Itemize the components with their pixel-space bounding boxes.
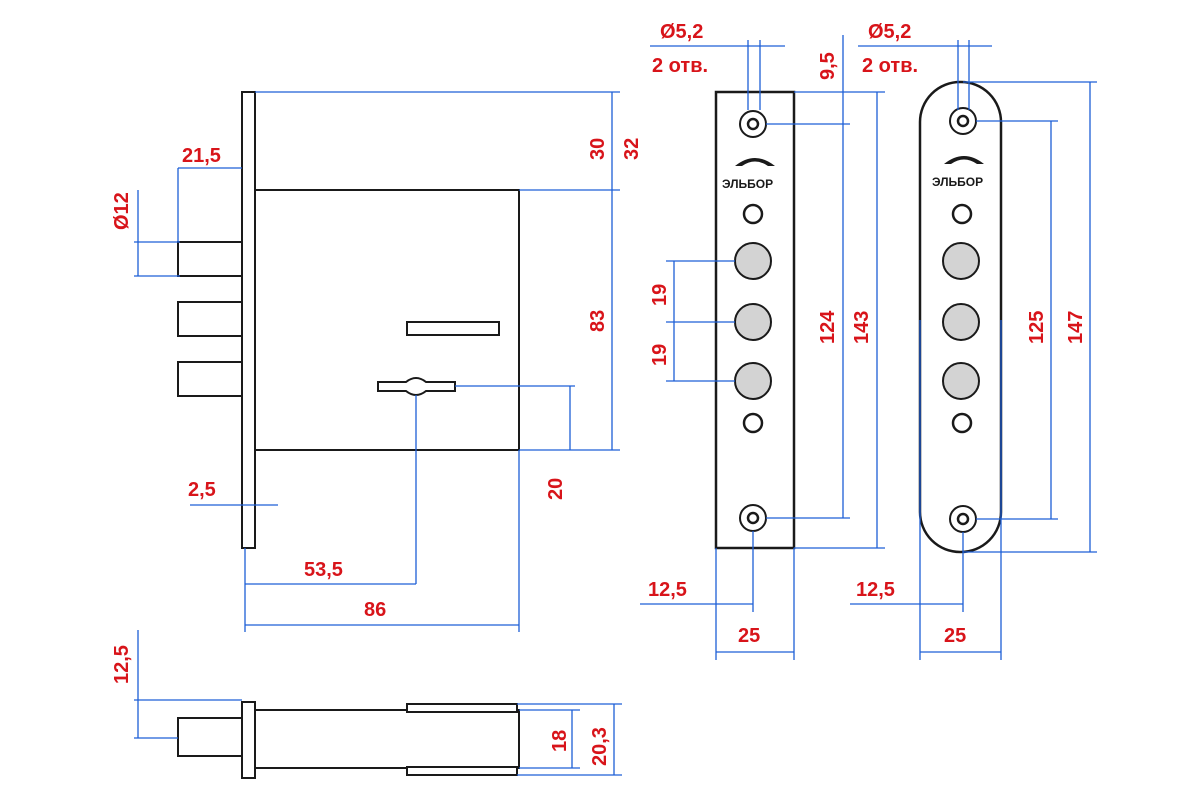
strike-rect-dim-hole-spacing: 124 (817, 310, 839, 344)
strike-round-bolt-hole-3 (942, 362, 980, 400)
strike-rect-brand-logo (735, 158, 775, 166)
strike-round-brand-logo (944, 156, 984, 164)
keyhole (377, 377, 456, 396)
strike-plate-rounded: ЭЛЬБОР Ø5,2 2 отв. 125 147 12,5 25 (850, 21, 1097, 660)
strike-rect-bolt-hole-3 (734, 362, 772, 400)
side-case (254, 709, 520, 769)
strike-round-dimension-lines (850, 40, 1097, 660)
side-bolt (177, 717, 243, 757)
strike-round-hole-count: 2 отв. (862, 55, 918, 77)
strike-round-bolt-hole-1 (942, 242, 980, 280)
bolt-2 (177, 301, 243, 337)
dim-top-to-case-total: 32 (621, 138, 643, 160)
dim-top-to-case: 30 (587, 138, 609, 160)
side-faceplate (241, 701, 256, 779)
side-view-dimension-lines (134, 630, 622, 776)
strike-plate-rectangular: ЭЛЬБОР Ø5,2 2 отв. 9,5 (640, 21, 885, 660)
strike-rect-hole-diameter: Ø5,2 (660, 21, 703, 43)
strike-rect-dim-top-offset: 9,5 (817, 52, 839, 80)
strike-round-hole-diameter: Ø5,2 (868, 21, 911, 43)
strike-rect-bolt-hole-1 (734, 242, 772, 280)
lock-case (254, 189, 520, 451)
dim-bolt-projection: 21,5 (182, 145, 221, 167)
dim-case-depth: 86 (364, 599, 386, 621)
dim-backset: 53,5 (304, 559, 343, 581)
lock-side-view: 12,5 18 20,3 (111, 630, 622, 779)
strike-round-dim-hole-spacing: 125 (1026, 311, 1048, 344)
strike-rect-dim-hole-center: 12,5 (648, 579, 687, 601)
strike-round-bolt-hole-2 (942, 303, 980, 341)
strike-rect-mount-hole-top-inner (746, 117, 760, 131)
strike-round-dim-hole-center: 12,5 (856, 579, 895, 601)
strike-rect-mount-hole-bottom-inner (746, 511, 760, 525)
strike-round-dim-width: 25 (944, 625, 966, 647)
bolt-3 (177, 361, 243, 397)
dim-side-total-thickness: 20,3 (589, 727, 611, 766)
lock-body-dimension-lines (134, 91, 620, 632)
dim-case-height: 83 (587, 310, 609, 332)
side-case-band-bottom (406, 766, 518, 776)
latch-slot (406, 321, 500, 336)
dim-keyhole-offset: 20 (545, 478, 567, 500)
bolt-1 (177, 241, 243, 277)
strike-rect-dim-bolt-pitch-2: 19 (649, 344, 671, 366)
side-case-band-top (406, 703, 518, 713)
lock-body-front-view: 21,5 Ø12 2,5 30 32 83 20 53,5 86 (111, 91, 643, 632)
strike-round-dim-length: 147 (1065, 311, 1087, 344)
strike-rect-bolt-hole-2 (734, 303, 772, 341)
strike-round-small-hole-top (951, 203, 973, 225)
strike-round-small-hole-bottom (951, 412, 973, 434)
dim-side-case-thickness: 18 (549, 730, 571, 752)
strike-round-mount-hole-top-inner (956, 114, 970, 128)
dim-bolt-diameter: Ø12 (111, 192, 133, 230)
strike-rect-small-hole-top (742, 203, 764, 225)
strike-rect-brand: ЭЛЬБОР (722, 177, 773, 191)
strike-rect-dimension-lines (640, 35, 885, 660)
dim-faceplate-thickness: 2,5 (188, 479, 216, 501)
dim-side-bolt-offset: 12,5 (111, 645, 133, 684)
strike-rect-hole-count: 2 отв. (652, 55, 708, 77)
strike-rect-dim-bolt-pitch-1: 19 (649, 284, 671, 306)
strike-round-brand: ЭЛЬБОР (932, 175, 983, 189)
strike-round-mount-hole-bottom-inner (956, 512, 970, 526)
strike-rect-dim-width: 25 (738, 625, 760, 647)
faceplate (241, 91, 256, 549)
strike-rect-small-hole-bottom (742, 412, 764, 434)
strike-rect-dim-length: 143 (851, 311, 873, 344)
